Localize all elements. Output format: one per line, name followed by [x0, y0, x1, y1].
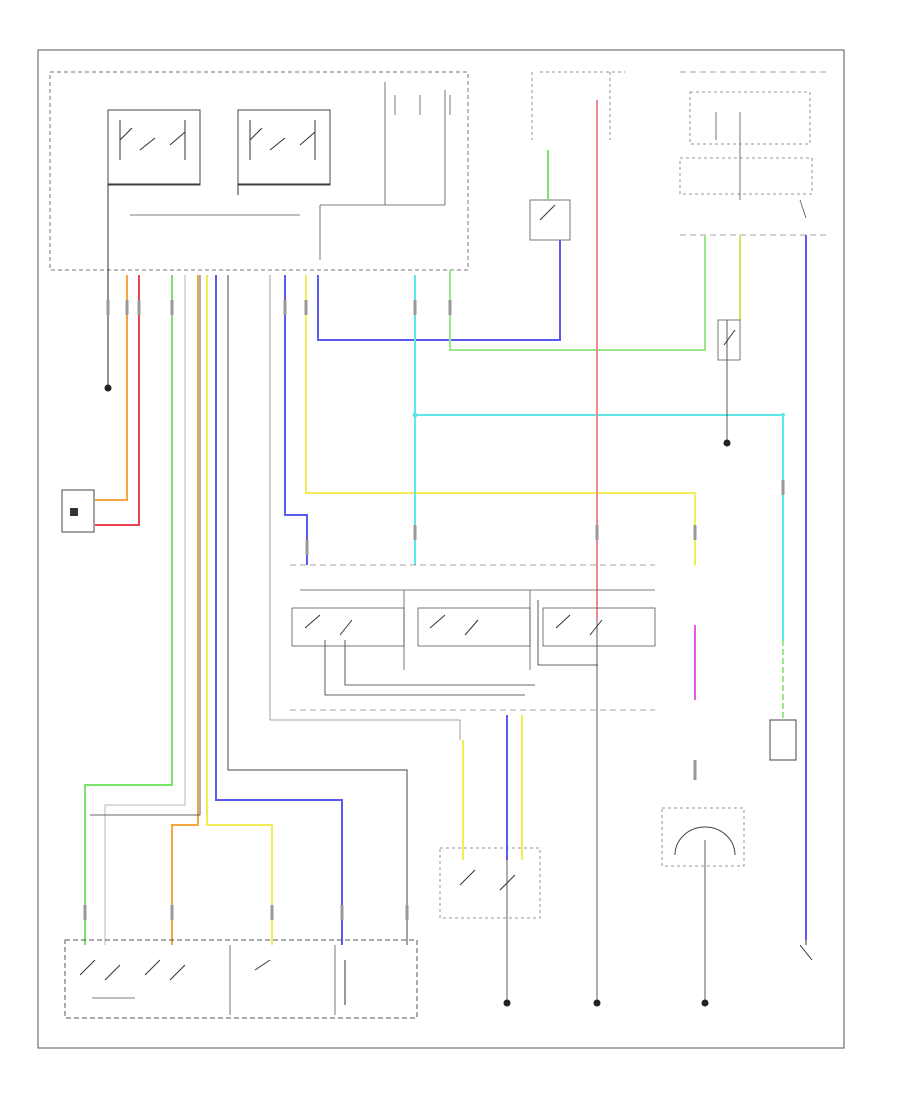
right-subbox	[689, 91, 811, 145]
mid-relay-contact	[539, 204, 556, 221]
top-module-box	[49, 71, 469, 271]
right-sensor	[769, 719, 797, 761]
switch-box-dividers	[300, 589, 655, 670]
relay-right-rails	[237, 183, 330, 195]
wire-green	[84, 275, 173, 945]
wire-switch-loop	[324, 640, 535, 696]
mid-lower-switch	[439, 847, 541, 919]
right-lower-switch	[799, 940, 813, 961]
bottom-switch-dividers	[92, 945, 336, 1015]
window-switch-2	[417, 607, 531, 647]
mid-lower-switch-contact	[459, 869, 516, 891]
relay-right-contacts	[249, 120, 316, 160]
bottom-switch-box	[64, 939, 418, 1019]
right-gauge	[674, 826, 736, 856]
wire-orange-2	[171, 275, 199, 945]
wire-group	[84, 100, 807, 945]
ground-left	[104, 384, 112, 392]
wire-lightgreen	[449, 235, 706, 351]
relay-left	[107, 109, 201, 186]
ground-2	[593, 999, 601, 1007]
wire-blue-relay	[317, 240, 561, 341]
right-module-internal	[715, 112, 807, 219]
wire-blue-upper	[284, 275, 308, 565]
wire-red	[95, 275, 140, 526]
mid-relay	[529, 199, 571, 241]
ground-3	[701, 999, 709, 1007]
diagram-frame	[37, 49, 845, 1049]
connector-marks	[83, 300, 785, 920]
splice-cyan-2	[781, 413, 785, 417]
switch-contacts	[304, 614, 603, 636]
splice-cyan-1	[412, 412, 418, 418]
top-box-fuse-ticks	[394, 95, 451, 115]
left-component	[61, 489, 95, 533]
thin-wires	[90, 275, 728, 1000]
wire-orange	[95, 275, 128, 501]
right-module-inner	[679, 157, 813, 195]
wire-blue-lower	[215, 275, 343, 945]
wire-gray-1	[269, 275, 461, 740]
wire-yellow-wide	[305, 275, 696, 565]
wire-dark-long	[227, 275, 408, 945]
right-relay-contact	[723, 329, 736, 346]
left-component-core	[70, 508, 78, 516]
relay-left-contacts	[119, 120, 186, 160]
wire-switch-loop-2	[537, 600, 598, 666]
ground-1	[503, 999, 511, 1007]
wire-white	[104, 275, 186, 945]
relay-left-rails	[107, 183, 200, 270]
wire-gray-2	[90, 275, 201, 816]
wire-cyan-horiz	[415, 414, 784, 640]
top-box-inner-lines	[130, 82, 446, 260]
ground-right-upper	[723, 439, 731, 447]
relay-right	[237, 109, 331, 186]
right-gauge-box	[661, 807, 745, 867]
right-relay	[717, 319, 741, 361]
window-switch-1	[291, 607, 405, 647]
right-module-outline	[680, 71, 830, 236]
fuse-box-outline	[531, 71, 625, 140]
wire-yellow	[206, 275, 273, 945]
bottom-switch-contacts	[79, 959, 346, 1005]
window-switch-3	[542, 607, 656, 647]
